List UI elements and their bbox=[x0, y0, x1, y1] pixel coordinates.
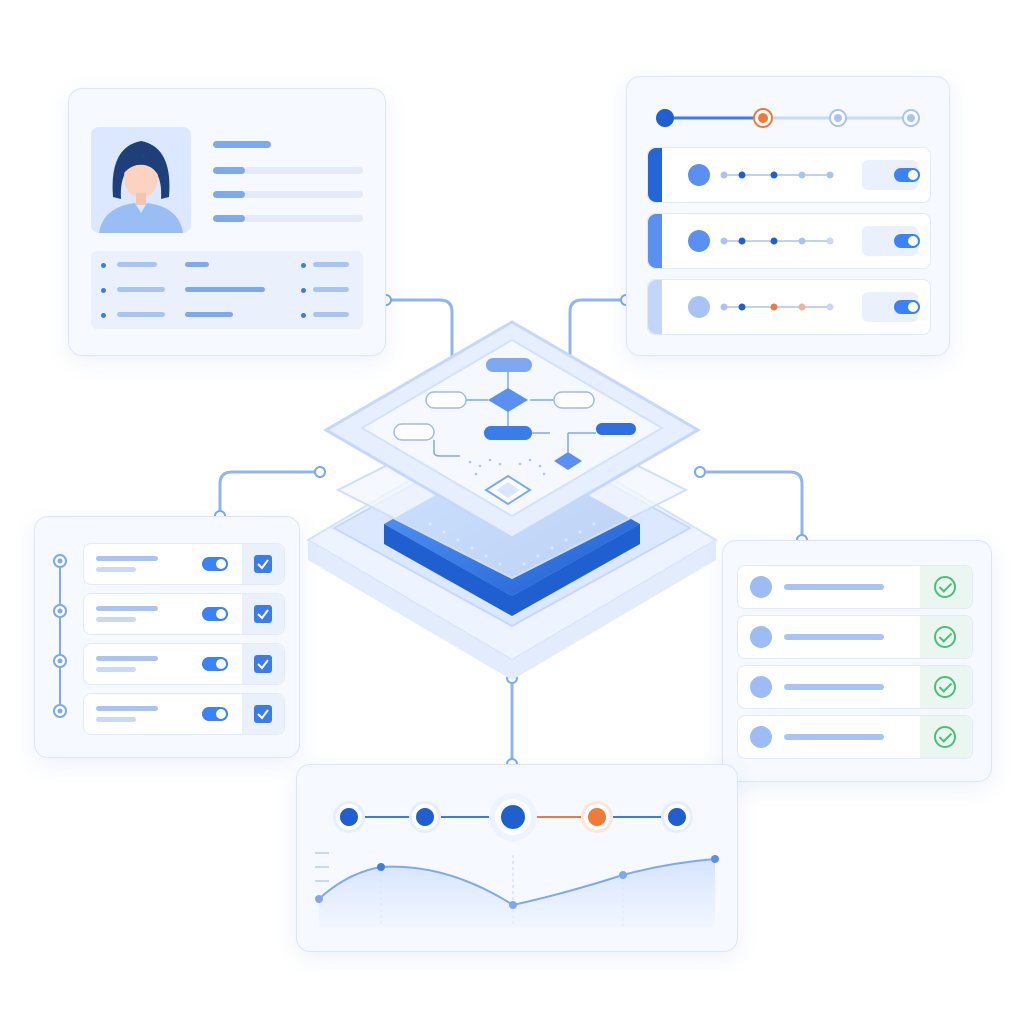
progress-stepper bbox=[656, 108, 920, 128]
task-list-card bbox=[34, 516, 300, 758]
task-row[interactable] bbox=[83, 543, 285, 585]
approval-row[interactable] bbox=[737, 715, 973, 759]
check-circle-icon bbox=[934, 676, 956, 698]
toggle-switch-icon[interactable] bbox=[894, 300, 920, 314]
central-stack bbox=[306, 320, 718, 680]
toggle-switch-icon[interactable] bbox=[894, 234, 920, 248]
toggle-switch-icon[interactable] bbox=[202, 657, 228, 671]
processor-chip-icon bbox=[484, 474, 532, 506]
toggle-switch-icon[interactable] bbox=[894, 168, 920, 182]
profile-detail-table bbox=[91, 251, 363, 329]
checkbox-checked-icon[interactable] bbox=[254, 705, 272, 723]
task-row[interactable] bbox=[83, 643, 285, 685]
task-row[interactable] bbox=[83, 693, 285, 735]
check-circle-icon bbox=[934, 726, 956, 748]
task-row[interactable] bbox=[83, 593, 285, 635]
toggle-switch-icon[interactable] bbox=[202, 557, 228, 571]
check-circle-icon bbox=[934, 626, 956, 648]
approval-row[interactable] bbox=[737, 615, 973, 659]
settings-row[interactable] bbox=[647, 279, 931, 335]
checkbox-checked-icon[interactable] bbox=[254, 605, 272, 623]
approval-row[interactable] bbox=[737, 665, 973, 709]
analytics-card bbox=[296, 764, 738, 952]
toggle-switch-icon[interactable] bbox=[202, 707, 228, 721]
approval-row[interactable] bbox=[737, 565, 973, 609]
profile-card bbox=[68, 88, 386, 356]
connector-lines bbox=[218, 298, 804, 764]
settings-row[interactable] bbox=[647, 213, 931, 269]
check-circle-icon bbox=[934, 576, 956, 598]
toggle-switch-icon[interactable] bbox=[202, 607, 228, 621]
user-avatar-icon bbox=[91, 127, 191, 233]
checkbox-checked-icon[interactable] bbox=[254, 655, 272, 673]
approval-list-card bbox=[722, 540, 992, 782]
checkbox-checked-icon[interactable] bbox=[254, 555, 272, 573]
timeline-and-chart bbox=[315, 793, 719, 927]
task-timeline bbox=[53, 554, 67, 718]
settings-card bbox=[626, 76, 950, 356]
settings-row[interactable] bbox=[647, 147, 931, 203]
flowchart-icon bbox=[393, 358, 636, 476]
